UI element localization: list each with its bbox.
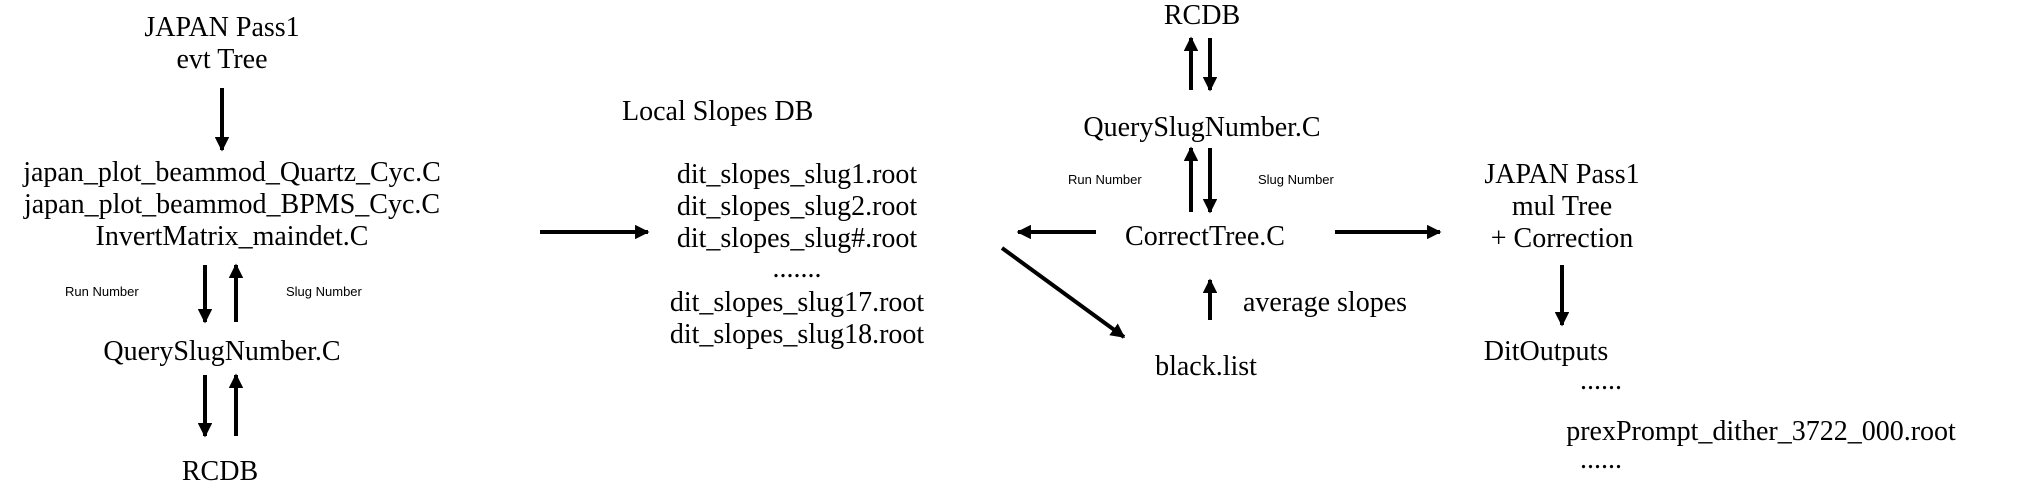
script-invert-matrix: InvertMatrix_maindet.C: [95, 221, 369, 252]
slopes-file-ellipsis: .......: [772, 253, 822, 284]
black-list: black.list: [1155, 351, 1257, 382]
pass1-output-line3: + Correction: [1490, 223, 1634, 254]
pass1-input-line1: JAPAN Pass1: [144, 12, 300, 43]
label-slug-number-center: Slug Number: [1258, 172, 1334, 187]
correct-tree: CorrectTree.C: [1125, 221, 1285, 252]
slopes-file: dit_slopes_slug18.root: [669, 319, 925, 350]
rcdb-top: RCDB: [1163, 0, 1241, 31]
script-bpms: japan_plot_beammod_BPMS_Cyc.C: [23, 189, 441, 220]
slopes-file: dit_slopes_slug2.root: [676, 191, 918, 222]
script-quartz: japan_plot_beammod_Quartz_Cyc.C: [23, 157, 441, 188]
slopes-file: dit_slopes_slug#.root: [676, 223, 918, 254]
pass1-output-line2: mul Tree: [1511, 191, 1613, 222]
pass1-output-line1: JAPAN Pass1: [1484, 159, 1640, 190]
label-slug-number-left: Slug Number: [286, 284, 362, 299]
rcdb-left: RCDB: [181, 456, 259, 487]
dit-outputs-file: prexPrompt_dither_3722_000.root: [1566, 416, 1956, 447]
slopes-file: dit_slopes_slug1.root: [676, 159, 918, 190]
label-run-number-left: Run Number: [65, 284, 139, 299]
dit-outputs-title: DitOutputs: [1483, 336, 1609, 367]
dit-outputs-ellipsis-top: ......: [1580, 365, 1622, 396]
slopes-file: dit_slopes_slug17.root: [669, 287, 925, 318]
dit-outputs-ellipsis-bottom: ......: [1580, 444, 1622, 475]
average-slopes-label: average slopes: [1243, 287, 1408, 318]
query-slug-number-center: QuerySlugNumber.C: [1083, 112, 1321, 143]
label-run-number-center: Run Number: [1068, 172, 1142, 187]
arrow-slopes-db-to-blacklist: [1000, 246, 1126, 339]
pass1-input-line2: evt Tree: [176, 44, 268, 75]
slopes-db-title: Local Slopes DB: [622, 96, 814, 127]
query-slug-number-left: QuerySlugNumber.C: [103, 336, 341, 367]
